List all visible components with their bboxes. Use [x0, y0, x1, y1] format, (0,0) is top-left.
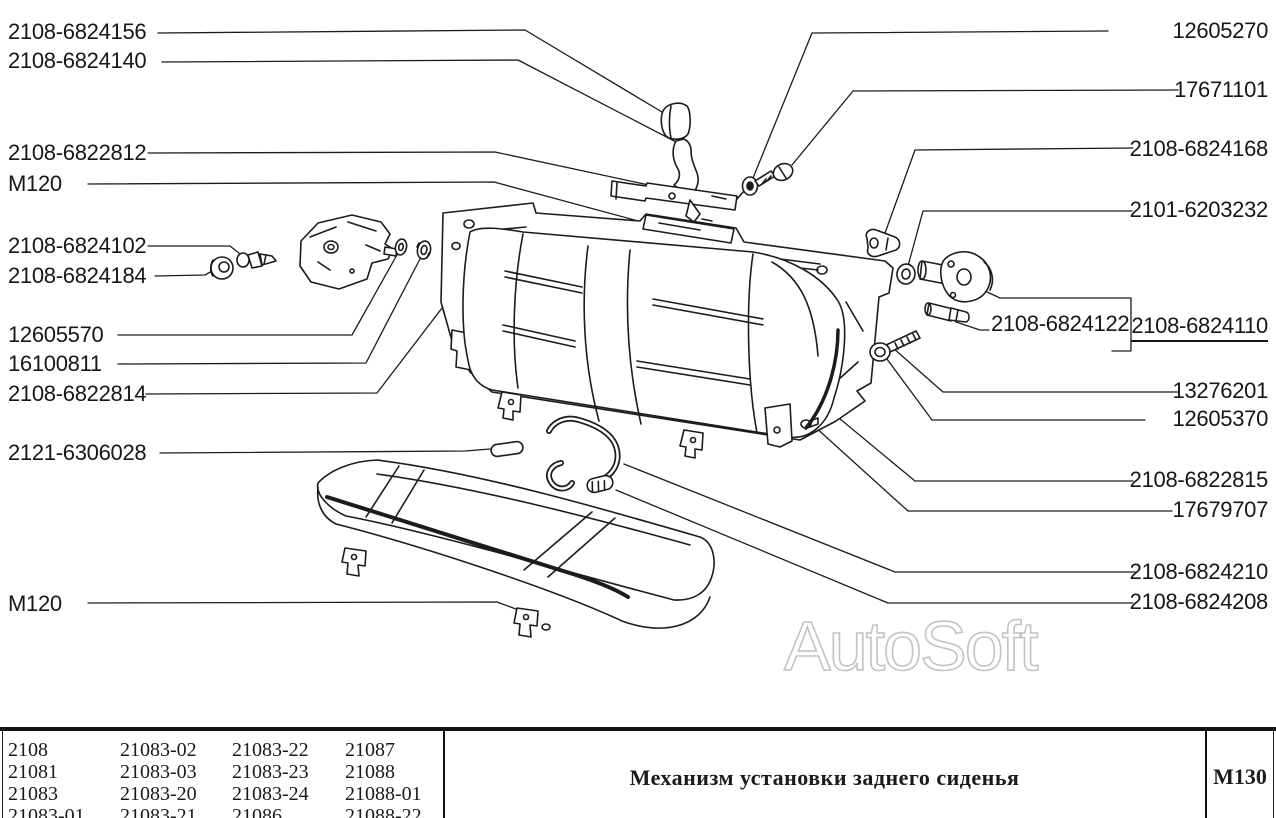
leader-lines	[87, 29, 1179, 610]
model-cell: 21088-22	[345, 805, 422, 818]
part-number-label[interactable]: М120	[8, 591, 62, 616]
model-cell: 21083-23	[232, 761, 309, 783]
hook-bushing	[586, 474, 614, 494]
latch-cross-arm	[610, 180, 745, 223]
sheet-title: Механизм установки заднего сиденья	[629, 765, 1020, 790]
washer-small	[394, 238, 408, 256]
part-number-label[interactable]: 2108-6824210	[1129, 559, 1269, 584]
strap-pull	[490, 440, 524, 458]
part-number-label[interactable]: 2108-6822812	[8, 140, 147, 165]
grommet	[209, 256, 234, 280]
nut-small	[416, 240, 432, 260]
watermark: AutoSoft	[783, 606, 1039, 686]
model-cell: 21081	[8, 761, 58, 783]
seat-cushion	[316, 459, 715, 638]
washer-top	[741, 176, 759, 196]
table-divider	[443, 731, 445, 818]
part-number-label[interactable]: 2108-6824140	[8, 48, 147, 73]
model-cell: 21083-21	[120, 805, 197, 818]
part-number-label[interactable]: 2108-6824208	[1129, 589, 1269, 614]
table-border-right	[1273, 731, 1274, 818]
part-number-label[interactable]: 2108-6824110	[1131, 315, 1268, 342]
part-number-label[interactable]: 12605370	[1172, 406, 1269, 431]
part-number-label[interactable]: 2108-6822814	[8, 381, 147, 406]
part-number-label[interactable]: 16100811	[8, 351, 102, 376]
model-cell: 21083-24	[232, 783, 309, 805]
model-cell: 2108	[8, 739, 48, 761]
part-number-label[interactable]: 12605270	[1172, 18, 1269, 43]
bolt-top	[754, 162, 794, 187]
part-number-label[interactable]: 2108-6824168	[1129, 136, 1269, 161]
striker-pin	[924, 302, 970, 323]
sheet-code: М130	[1213, 764, 1267, 789]
footer-table: 2108 21083-02 21083-22 21087 21081 21083…	[0, 727, 1276, 818]
part-number-label[interactable]: 2108-6824102	[8, 233, 147, 258]
table-divider	[1205, 731, 1207, 818]
part-number-label[interactable]: 17679707	[1172, 497, 1269, 522]
part-number-label[interactable]: 17671101	[1174, 77, 1268, 102]
model-cell: 21083-01	[8, 805, 85, 818]
model-cell: 21083-03	[120, 761, 197, 783]
table-border-left	[2, 731, 3, 818]
model-cell: 21083-20	[120, 783, 197, 805]
latch-knob	[660, 102, 691, 140]
part-number-label[interactable]: 2108-6822815	[1129, 467, 1269, 492]
part-number-label[interactable]: М120	[8, 171, 62, 196]
part-number-label[interactable]: 2108-6824156	[8, 19, 147, 44]
lock-nut	[896, 263, 916, 285]
part-number-label[interactable]: 2108-6824122	[991, 311, 1130, 336]
catch-bracket	[299, 214, 398, 290]
part-number-label[interactable]: 2121-6306028	[8, 440, 147, 465]
model-cell: 21088-01	[345, 783, 422, 805]
model-cell: 21083-02	[120, 739, 197, 761]
model-cell: 21083	[8, 783, 58, 805]
model-cell: 21088	[345, 761, 395, 783]
clip-fastener	[865, 228, 901, 258]
latch-lever	[672, 138, 699, 198]
seat-back	[462, 227, 846, 459]
model-cell: 21086	[232, 805, 282, 818]
push-pin	[236, 251, 277, 269]
part-number-label[interactable]: 2101-6203232	[1129, 197, 1269, 222]
mount-screw	[869, 330, 921, 362]
part-number-label[interactable]: 12605570	[8, 322, 104, 347]
part-number-label[interactable]: 13276201	[1172, 378, 1269, 403]
model-cell: 21087	[345, 739, 395, 761]
model-cell: 21083-22	[232, 739, 309, 761]
part-number-label[interactable]: 2108-6824184	[8, 263, 147, 288]
striker-assembly	[917, 251, 994, 303]
latch-hook-wire	[546, 415, 621, 492]
